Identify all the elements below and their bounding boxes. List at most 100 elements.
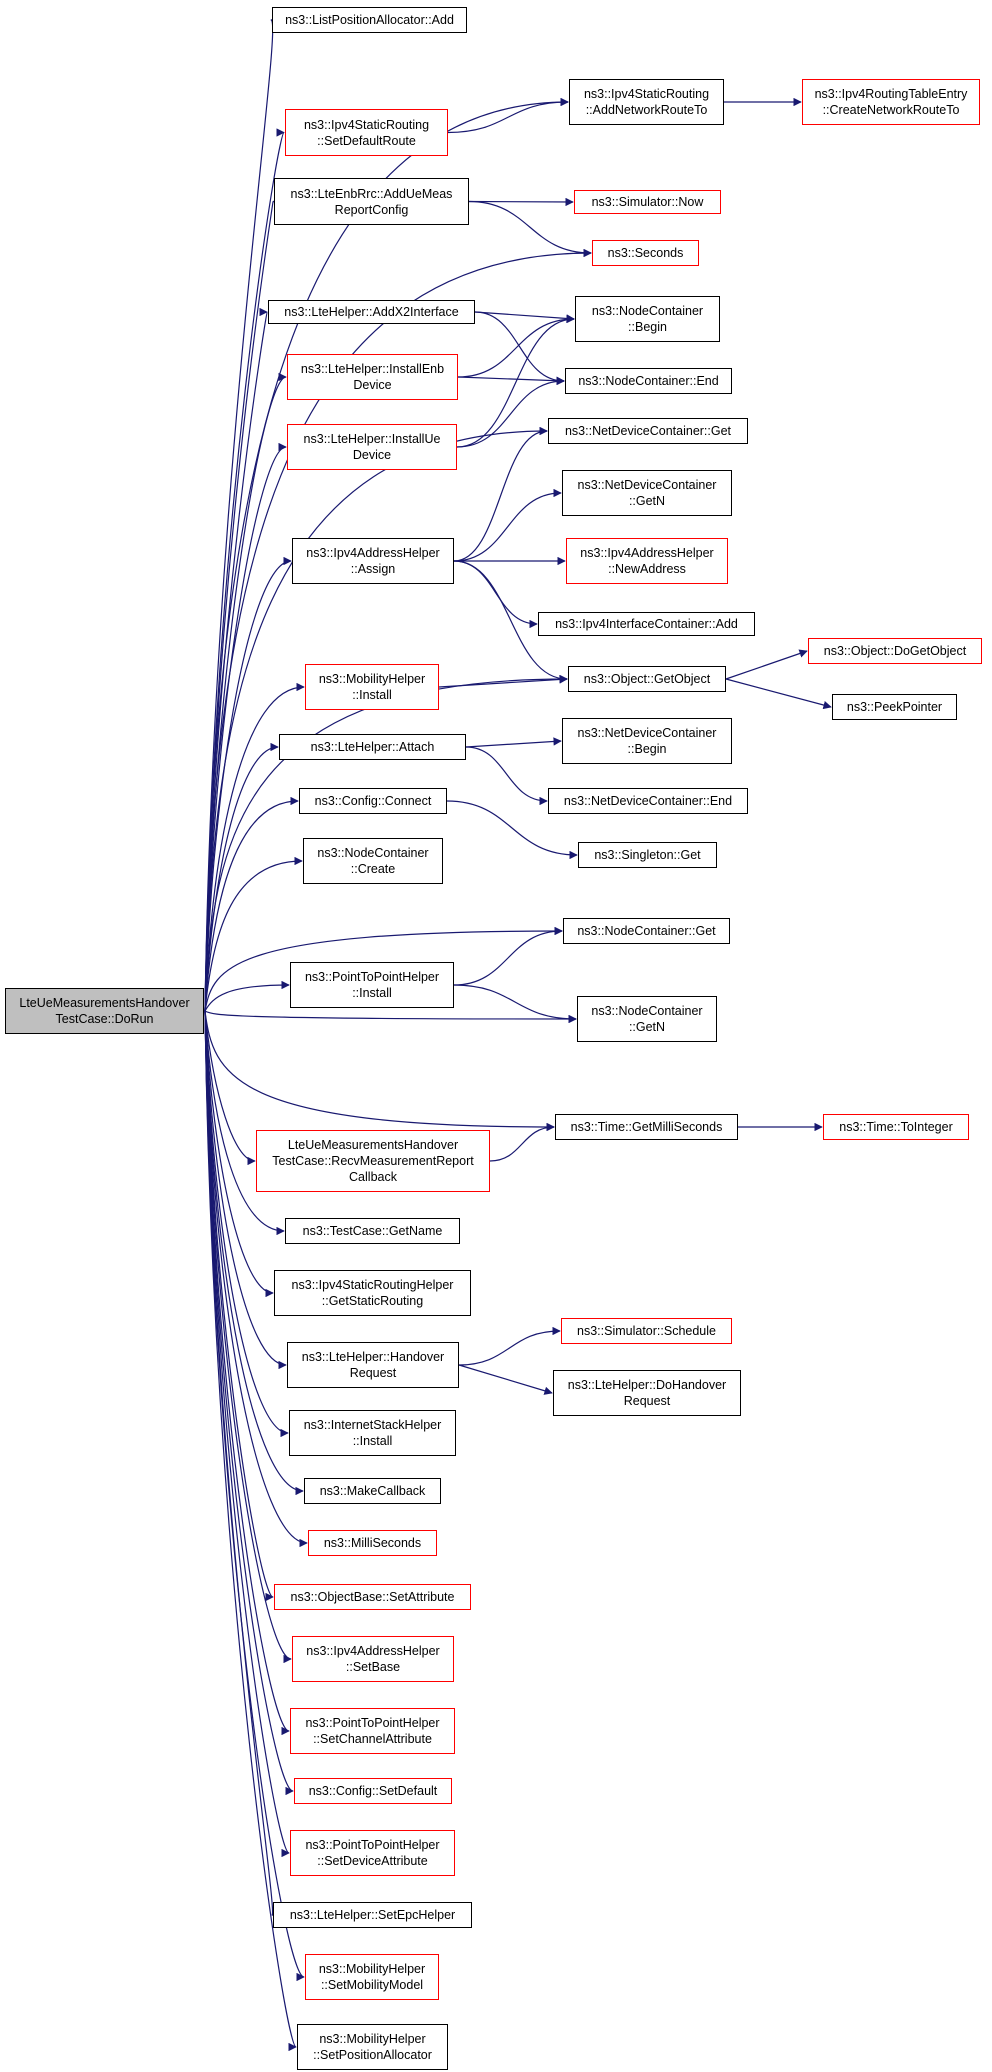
node-getmillis[interactable]: ns3::Time::GetMilliSeconds bbox=[555, 1114, 738, 1140]
node-label-line: ns3::Time::GetMilliSeconds bbox=[570, 1120, 723, 1134]
node-peekpointer[interactable]: ns3::PeekPointer bbox=[832, 694, 957, 720]
edge-root-to-listpos-add bbox=[204, 16, 279, 1012]
node-setbase[interactable]: ns3::Ipv4AddressHelper::SetBase bbox=[292, 1636, 454, 1682]
edge-handoverreq-to-schedule bbox=[458, 1326, 561, 1366]
edge-root-to-attach bbox=[204, 742, 279, 1012]
node-setposalloc[interactable]: ns3::MobilityHelper::SetPositionAllocato… bbox=[297, 2024, 448, 2070]
edge-root-to-nc-create bbox=[204, 856, 303, 1012]
node-addnetworkrouteto[interactable]: ns3::Ipv4StaticRouting::AddNetworkRouteT… bbox=[569, 79, 724, 125]
node-label-line: ::SetPositionAllocator bbox=[313, 2048, 432, 2062]
edge-attach-to-ndc-end bbox=[465, 746, 548, 806]
edge-assign-to-ndc-getn bbox=[453, 488, 562, 562]
node-newaddress[interactable]: ns3::Ipv4AddressHelper::NewAddress bbox=[566, 538, 728, 584]
node-setepchelper[interactable]: ns3::LteHelper::SetEpcHelper bbox=[273, 1902, 472, 1928]
edge-root-to-nc-get bbox=[204, 926, 563, 1012]
node-setattribute[interactable]: ns3::ObjectBase::SetAttribute bbox=[274, 1584, 471, 1610]
node-sim-now[interactable]: ns3::Simulator::Now bbox=[574, 190, 721, 214]
node-addx2[interactable]: ns3::LteHelper::AddX2Interface bbox=[268, 300, 475, 324]
edge-root-to-setmobilitymodel bbox=[204, 1010, 305, 1982]
node-inet-install[interactable]: ns3::InternetStackHelper::Install bbox=[289, 1410, 456, 1456]
node-setdefaultroute[interactable]: ns3::Ipv4StaticRouting::SetDefaultRoute bbox=[285, 109, 448, 156]
node-ndc-get[interactable]: ns3::NetDeviceContainer::Get bbox=[548, 418, 748, 444]
edge-installue-to-nc-begin bbox=[456, 314, 575, 448]
node-nc-create[interactable]: ns3::NodeContainer::Create bbox=[303, 838, 443, 884]
node-setmobilitymodel[interactable]: ns3::MobilityHelper::SetMobilityModel bbox=[305, 1954, 439, 2000]
edge-assign-to-getobject bbox=[453, 560, 568, 684]
node-label-line: Device bbox=[353, 378, 392, 392]
node-setchannelattr[interactable]: ns3::PointToPointHelper::SetChannelAttri… bbox=[290, 1708, 455, 1754]
node-label-line: ::SetChannelAttribute bbox=[313, 1732, 432, 1746]
node-assign[interactable]: ns3::Ipv4AddressHelper::Assign bbox=[292, 538, 454, 584]
node-label-line: Callback bbox=[349, 1170, 397, 1184]
node-label-line: LteUeMeasurementsHandover bbox=[19, 996, 190, 1010]
node-label-line: ns3::Simulator::Schedule bbox=[577, 1324, 716, 1338]
edge-installenb-to-nc-begin bbox=[457, 314, 575, 378]
node-label-line: LteUeMeasurementsHandover bbox=[287, 1138, 459, 1152]
node-getname[interactable]: ns3::TestCase::GetName bbox=[285, 1218, 460, 1244]
node-nc-begin[interactable]: ns3::NodeContainer::Begin bbox=[575, 296, 720, 342]
node-label-line: ns3::LteEnbRrc::AddUeMeas bbox=[290, 186, 453, 201]
node-tointeger[interactable]: ns3::Time::ToInteger bbox=[823, 1114, 969, 1140]
node-schedule[interactable]: ns3::Simulator::Schedule bbox=[561, 1318, 732, 1344]
node-setdeviceattr[interactable]: ns3::PointToPointHelper::SetDeviceAttrib… bbox=[290, 1830, 455, 1876]
node-cfg-setdefault[interactable]: ns3::Config::SetDefault bbox=[294, 1778, 452, 1804]
edge-root-to-cfg-connect bbox=[204, 796, 299, 1012]
edge-p2p-install-to-nc-getn bbox=[453, 984, 577, 1024]
node-ic-add[interactable]: ns3::Ipv4InterfaceContainer::Add bbox=[538, 612, 755, 636]
node-dogetobject[interactable]: ns3::Object::DoGetObject bbox=[808, 638, 982, 664]
node-milliseconds[interactable]: ns3::MilliSeconds bbox=[308, 1530, 437, 1556]
node-label-line: TestCase::DoRun bbox=[55, 1012, 154, 1026]
node-ndc-getn[interactable]: ns3::NetDeviceContainer::GetN bbox=[562, 470, 732, 516]
node-label-line: ns3::Config::Connect bbox=[314, 794, 432, 808]
node-makecallback[interactable]: ns3::MakeCallback bbox=[304, 1478, 441, 1504]
edge-installue-to-nc-end bbox=[456, 376, 565, 448]
node-p2p-install[interactable]: ns3::PointToPointHelper::Install bbox=[290, 962, 454, 1008]
node-getstaticrouting[interactable]: ns3::Ipv4StaticRoutingHelper::GetStaticR… bbox=[274, 1270, 471, 1316]
node-label-line: ns3::PointToPointHelper bbox=[305, 1838, 440, 1852]
node-seconds[interactable]: ns3::Seconds bbox=[592, 240, 699, 266]
node-cfg-connect[interactable]: ns3::Config::Connect bbox=[299, 788, 447, 814]
node-label-line: ns3::MobilityHelper bbox=[318, 1962, 426, 1976]
node-label-line: ns3::MobilityHelper bbox=[319, 2032, 426, 2046]
node-nc-end[interactable]: ns3::NodeContainer::End bbox=[565, 368, 732, 394]
node-singleton-get[interactable]: ns3::Singleton::Get bbox=[578, 842, 717, 868]
edge-root-to-getstaticrouting bbox=[204, 1010, 274, 1298]
edge-getobject-to-peekpointer bbox=[725, 678, 832, 710]
node-label-line: ::Begin bbox=[628, 320, 667, 334]
node-label-line: ns3::Seconds bbox=[607, 246, 684, 260]
edge-root-to-setdefaultroute bbox=[204, 128, 285, 1012]
edge-assign-to-ic-add bbox=[453, 560, 538, 629]
node-mob-install[interactable]: ns3::MobilityHelper::Install bbox=[305, 664, 439, 710]
node-nc-get[interactable]: ns3::NodeContainer::Get bbox=[563, 918, 730, 944]
edge-getobject-to-dogetobject bbox=[725, 649, 808, 680]
node-createnetworkrouteto[interactable]: ns3::Ipv4RoutingTableEntry::CreateNetwor… bbox=[802, 79, 980, 125]
edge-root-to-setposalloc bbox=[204, 1010, 297, 2051]
edge-root-to-getmillis bbox=[204, 1010, 555, 1132]
edge-cfg-connect-to-singleton-get bbox=[446, 800, 578, 860]
node-label-line: ns3::PointToPointHelper bbox=[304, 970, 440, 984]
node-label-line: ns3::NodeContainer bbox=[591, 1004, 703, 1018]
node-label-line: ns3::Config::SetDefault bbox=[308, 1784, 438, 1798]
edge-root-to-assign bbox=[204, 556, 292, 1012]
node-getobject[interactable]: ns3::Object::GetObject bbox=[568, 666, 726, 692]
node-label-line: ns3::Ipv4AddressHelper bbox=[306, 1644, 440, 1658]
node-label-line: ns3::NodeContainer bbox=[317, 846, 429, 860]
edge-root-to-adduemeas bbox=[204, 200, 282, 1012]
node-listpos-add[interactable]: ns3::ListPositionAllocator::Add bbox=[272, 7, 467, 33]
node-label-line: ns3::MakeCallback bbox=[319, 1484, 426, 1498]
node-ndc-end[interactable]: ns3::NetDeviceContainer::End bbox=[548, 788, 748, 814]
node-label-line: ::GetN bbox=[628, 494, 666, 508]
node-label-line: ns3::Ipv4StaticRouting bbox=[303, 117, 430, 132]
node-label-line: ::SetDefaultRoute bbox=[317, 133, 416, 148]
node-ndc-begin[interactable]: ns3::NetDeviceContainer::Begin bbox=[562, 718, 732, 764]
node-nc-getn[interactable]: ns3::NodeContainer::GetN bbox=[577, 996, 717, 1042]
node-attach[interactable]: ns3::LteHelper::Attach bbox=[279, 734, 466, 760]
